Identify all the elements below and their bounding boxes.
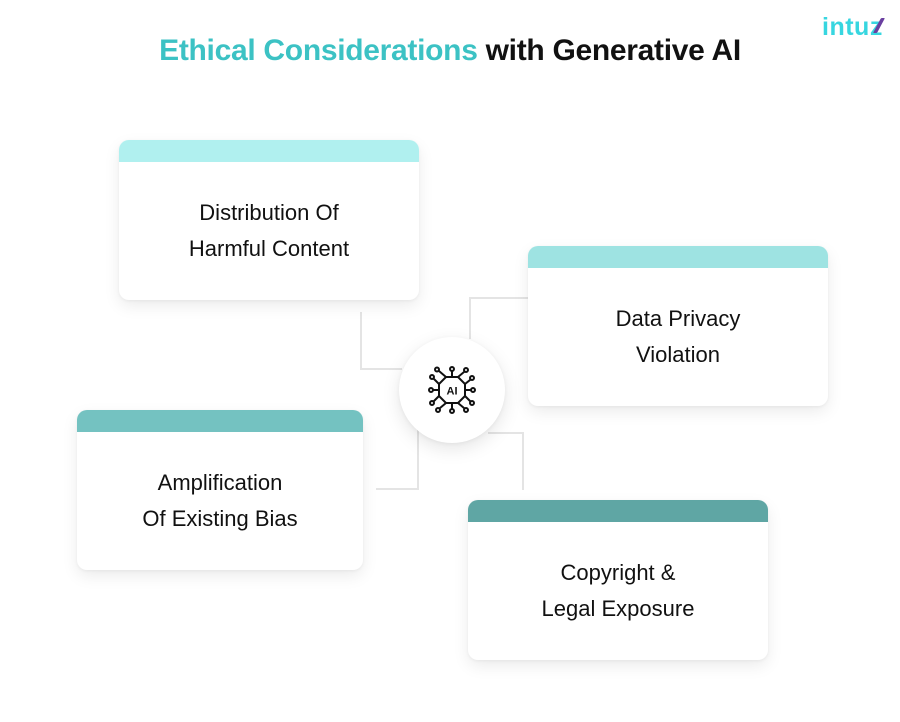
card-existing-bias: Amplification Of Existing Bias — [77, 410, 363, 570]
logo-text: intu — [822, 13, 870, 41]
card-label: Distribution Of Harmful Content — [188, 200, 350, 261]
ai-label: AI — [447, 386, 458, 398]
ai-hub: AI — [399, 337, 505, 443]
connector-line — [376, 488, 419, 490]
title-rest: with Generative AI — [477, 34, 742, 67]
title-accent: Ethical Considerations — [159, 34, 478, 67]
connector-line — [360, 368, 402, 370]
card-header-bar — [528, 246, 828, 268]
connector-line — [488, 432, 524, 434]
card-copyright: Copyright & Legal Exposure — [468, 500, 768, 660]
page-title: Ethical Considerations with Generative A… — [0, 34, 900, 68]
card-harmful-content: Distribution Of Harmful Content — [119, 140, 419, 300]
connector-line — [469, 297, 529, 299]
card-label: Data Privacy Violation — [615, 306, 741, 367]
connector-line — [469, 297, 471, 339]
intuz-logo: intuz — [822, 13, 883, 42]
connector-line — [522, 432, 524, 490]
card-label: Amplification Of Existing Bias — [142, 470, 298, 531]
card-header-bar — [468, 500, 768, 522]
connector-line — [360, 312, 362, 370]
card-header-bar — [119, 140, 419, 162]
logo-z: z — [869, 13, 883, 41]
ai-chip-icon: AI — [428, 366, 476, 414]
connector-line — [417, 430, 419, 490]
card-header-bar — [77, 410, 363, 432]
card-data-privacy: Data Privacy Violation — [528, 246, 828, 406]
card-label: Copyright & Legal Exposure — [541, 560, 695, 621]
